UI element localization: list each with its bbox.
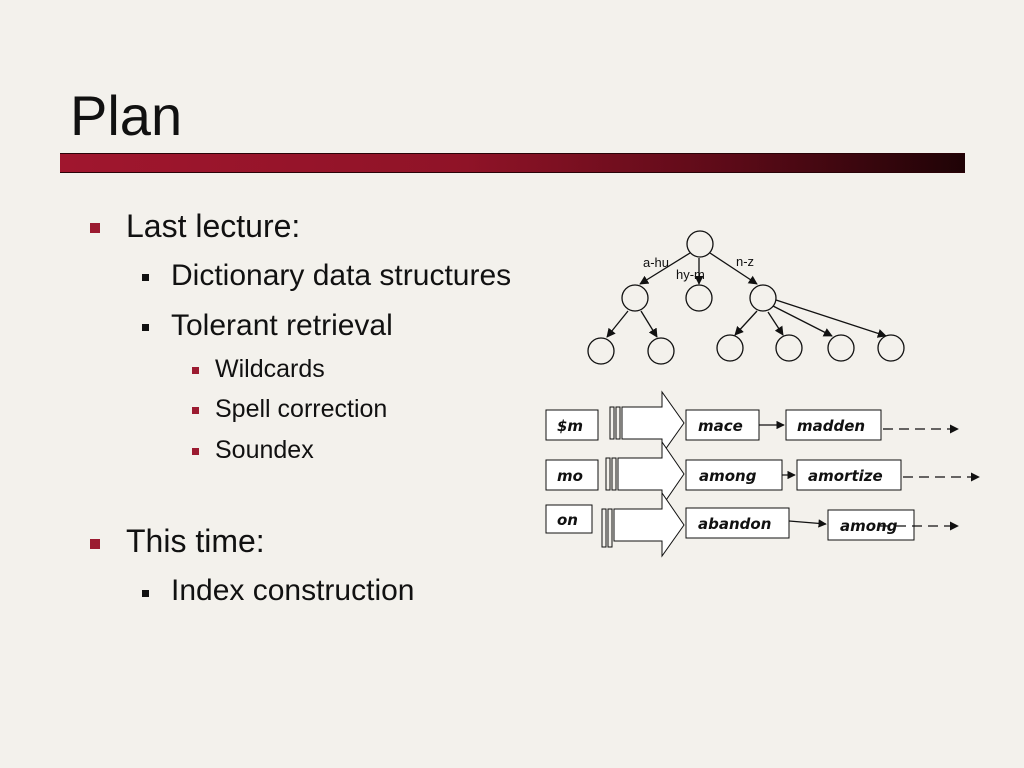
arrow-tail-bar xyxy=(609,406,615,440)
posting-term: amortize xyxy=(808,467,883,485)
bullet-marker xyxy=(142,274,149,281)
tree-leaf-node xyxy=(827,334,855,362)
kgram-row: on abandon among xyxy=(545,491,959,558)
tree-leaf-node xyxy=(587,337,615,365)
bullet-marker xyxy=(90,223,100,233)
tree-edge xyxy=(772,305,833,337)
tree-edge xyxy=(606,310,629,338)
tree-edge xyxy=(734,310,758,336)
tree-node xyxy=(685,284,713,312)
tree-root-node xyxy=(686,230,714,258)
kgram-key: on xyxy=(557,511,578,529)
kgram-row: mo among amortize xyxy=(545,440,980,508)
kgram-key-box xyxy=(545,504,593,534)
posting-box xyxy=(685,507,790,539)
posting-term: mace xyxy=(698,417,743,435)
arrow-tail-bar xyxy=(607,508,613,548)
tree-leaf-node xyxy=(647,337,675,365)
arrow-tail-bar xyxy=(601,508,607,548)
posting-box xyxy=(785,409,882,441)
edge-label-a-hu: a-hu xyxy=(643,255,669,270)
posting-term: abandon xyxy=(698,515,771,533)
kgram-key-box xyxy=(545,459,599,491)
edge-label-hy-m: hy-m xyxy=(676,267,705,282)
posting-term: among xyxy=(699,467,757,485)
kgram-row: $m mace madden xyxy=(545,390,959,456)
posting-box xyxy=(827,509,915,541)
bullet-marker xyxy=(192,448,199,455)
edge-label-n-z: n-z xyxy=(736,254,754,269)
kgram-index: $m mace madden mo among amortize xyxy=(545,390,980,558)
posting-box xyxy=(685,459,783,491)
slide-title: Plan xyxy=(70,84,183,147)
bullet-marker xyxy=(142,590,149,597)
bullet-marker xyxy=(192,367,199,374)
bullet-marker xyxy=(90,539,100,549)
tree-node xyxy=(749,284,777,312)
posting-term: among xyxy=(840,517,898,535)
tree-leaf-node xyxy=(775,334,803,362)
kgram-key-box xyxy=(545,409,599,441)
tree-edge xyxy=(709,252,758,285)
bullet-marker xyxy=(192,407,199,414)
tree-leaf-node xyxy=(877,334,905,362)
block-arrow xyxy=(613,491,685,558)
kgram-key: mo xyxy=(557,467,583,485)
posting-box xyxy=(685,409,760,441)
tree-edge xyxy=(640,310,658,338)
bullet-dictionary-structures: Dictionary data structures xyxy=(171,259,512,292)
block-arrow xyxy=(621,390,685,456)
bullet-soundex: Soundex xyxy=(215,436,314,464)
tree-edge xyxy=(775,299,887,338)
bullet-spell-correction: Spell correction xyxy=(215,395,388,423)
tree-node xyxy=(621,284,649,312)
tree-edge xyxy=(767,311,784,336)
posting-term: madden xyxy=(797,417,865,435)
arrow-tail-bar xyxy=(615,406,621,440)
arrow-tail-bar xyxy=(611,457,617,491)
bullet-wildcards: Wildcards xyxy=(215,355,325,383)
title-divider-bar xyxy=(60,153,965,173)
bullet-this-time: This time: xyxy=(126,523,265,559)
bullet-index-construction: Index construction xyxy=(171,574,415,607)
bullet-marker xyxy=(142,324,149,331)
search-tree: a-hu hy-m n-z xyxy=(587,230,905,365)
posting-pointer xyxy=(788,519,827,528)
tree-leaf-node xyxy=(716,334,744,362)
bullet-last-lecture: Last lecture: xyxy=(126,208,301,244)
bullet-tolerant-retrieval: Tolerant retrieval xyxy=(171,309,393,342)
posting-box xyxy=(796,459,902,491)
block-arrow xyxy=(617,440,685,508)
arrow-tail-bar xyxy=(605,457,611,491)
tree-edge xyxy=(639,252,691,285)
kgram-key: $m xyxy=(557,417,583,435)
